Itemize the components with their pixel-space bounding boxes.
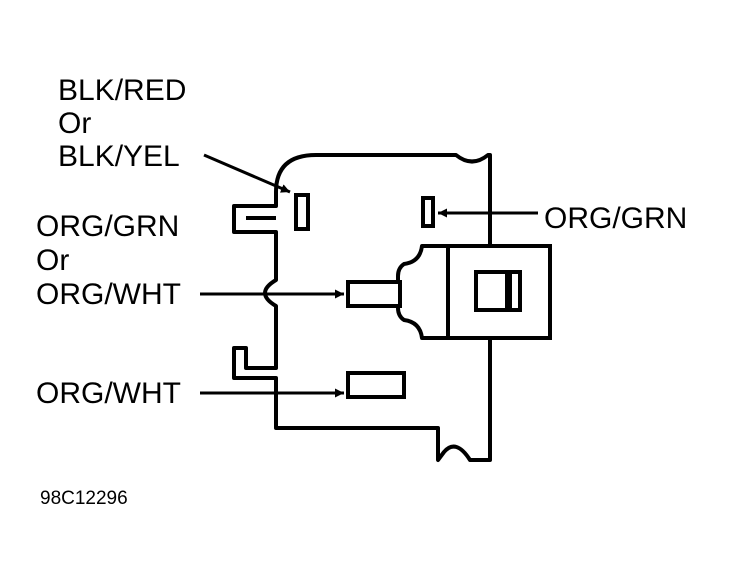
- label-bottom-left: ORG/WHT: [36, 377, 181, 410]
- terminal-slot-middle: [346, 280, 402, 308]
- label-top-left-line3: BLK/YEL: [58, 140, 180, 173]
- arrow-blk-red-yel: [203, 153, 291, 194]
- latch-window-bar: [505, 272, 512, 310]
- label-mid-left-line3: ORG/WHT: [36, 278, 181, 311]
- latch-window: [474, 270, 522, 312]
- terminal-slot-top-left: [294, 193, 310, 231]
- figure-code: 98C12296: [40, 488, 128, 509]
- terminal-slot-bottom: [346, 371, 406, 399]
- label-mid-left-line1: ORG/GRN: [36, 210, 179, 243]
- label-top-left-line1: BLK/RED: [58, 74, 186, 107]
- terminal-slot-top-right: [421, 196, 435, 228]
- label-mid-left-line2: Or: [36, 244, 69, 277]
- label-top-left-line2: Or: [58, 107, 91, 140]
- label-right: ORG/GRN: [544, 202, 687, 235]
